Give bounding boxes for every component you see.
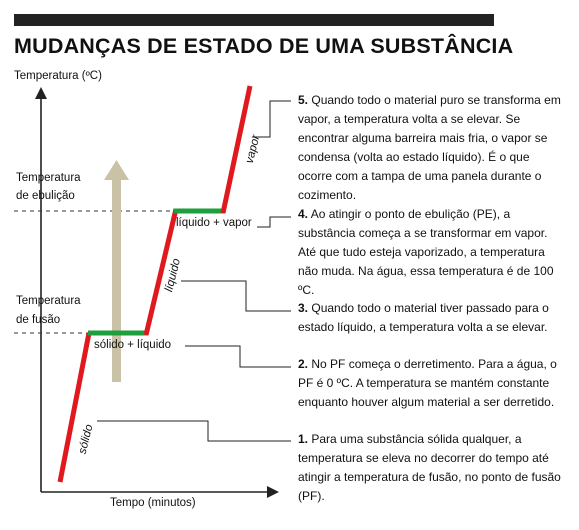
x-axis-arrowhead [267,486,279,498]
vapor-segment [220,85,253,214]
leader-note-1 [97,420,291,442]
boiling-label-line1: Temperatura [16,172,81,184]
note-5: 5. Quando todo o material puro se transf… [298,91,564,205]
boiling-label-line2: de ebulição [16,190,75,202]
x-axis-label: Tempo (minutos) [110,497,196,509]
page-title: MUDANÇAS DE ESTADO DE UMA SUBSTÂNCIA [14,34,514,58]
leader-note-5 [252,100,291,138]
note-1-number: 1. [298,432,309,446]
label-liquid: líquido [163,257,183,293]
y-axis-label: Temperatura (ºC) [14,70,102,82]
note-2-text: No PF começa o derretimento. Para a água… [298,357,557,409]
label-solid-liquid: sólido + líquido [94,339,172,351]
note-4-number: 4. [298,207,309,221]
note-3-text: Quando todo o material tiver passado par… [298,301,549,334]
header-bar [14,14,494,26]
leader-note-4 [257,216,291,228]
liquid-segment [143,208,179,336]
note-4-text: Ao atingir o ponto de ebulição (PE), a s… [298,207,554,297]
melting-label-line2: de fusão [16,314,61,326]
note-5-number: 5. [298,93,309,107]
note-2: 2. No PF começa o derretimento. Para a á… [298,355,564,412]
note-3-number: 3. [298,301,309,315]
note-1-text: Para uma substância sólida qualquer, a t… [298,432,561,503]
heating-arrow-head [104,160,129,180]
note-5-text: Quando todo o material puro se transform… [298,93,561,202]
label-solid: sólido [77,423,96,456]
heating-arrow-shaft [112,178,121,382]
y-axis-arrowhead [35,87,47,99]
note-3: 3. Quando todo o material tiver passado … [298,299,564,337]
leader-note-2 [185,345,291,368]
melting-label-line1: Temperatura [16,295,81,307]
label-liquid-vapor: líquido + vapor [176,217,252,229]
label-vapor: vapor [244,133,263,165]
note-2-number: 2. [298,357,309,371]
note-1: 1. Para uma substância sólida qualquer, … [298,430,564,506]
solid-segment [57,332,92,483]
note-4: 4. Ao atingir o ponto de ebulição (PE), … [298,205,564,300]
leader-note-3 [181,280,291,312]
